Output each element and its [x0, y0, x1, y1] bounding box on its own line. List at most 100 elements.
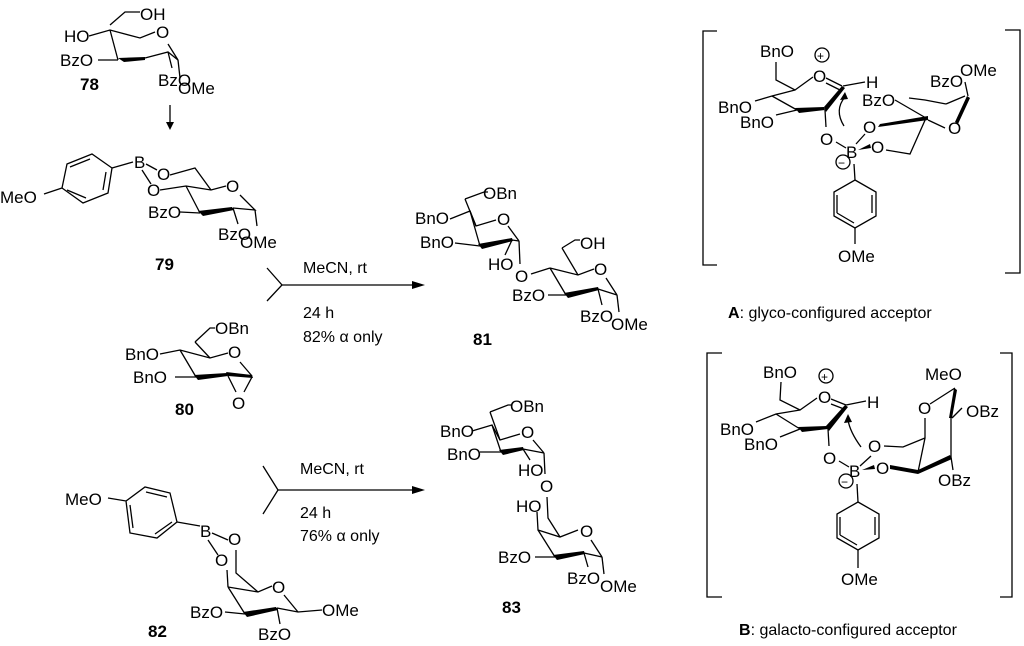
label-ring-o: O	[948, 119, 961, 138]
label-bno: BnO	[760, 42, 794, 61]
label-boron: B	[846, 143, 857, 162]
label-ring-o: O	[918, 399, 931, 418]
label-o4: O	[147, 181, 160, 200]
label-bzo: BzO	[148, 203, 181, 222]
intermediate-b: BnO + O H BnO BnO O B − O O O MeO OBz	[706, 352, 1013, 639]
label-boron: B	[849, 462, 860, 481]
label-ome: OMe	[178, 79, 215, 98]
label-meo: MeO	[0, 188, 37, 207]
label-bno: BnO	[763, 363, 797, 382]
label-ome: OMe	[240, 233, 277, 252]
label-bzo: BzO	[60, 51, 93, 70]
caption-text: : galacto-configured acceptor	[751, 622, 958, 639]
label-ome: OMe	[611, 315, 648, 334]
label-bno: BnO	[125, 345, 159, 364]
label-ome: OMe	[600, 577, 637, 596]
label-bno: BnO	[744, 435, 778, 454]
label-link-o: O	[540, 477, 553, 496]
label-bno: BnO	[420, 233, 454, 252]
reaction-1-solvent: MeCN, rt	[303, 260, 368, 277]
label-obn: OBn	[215, 319, 249, 338]
label-bno: BnO	[740, 113, 774, 132]
label-meo: MeO	[925, 365, 962, 384]
label-meo: MeO	[65, 490, 102, 509]
label-o2: O	[820, 130, 833, 149]
label-ring-o: O	[580, 522, 593, 541]
label-ho: HO	[488, 255, 514, 274]
label-bzo: BzO	[498, 548, 531, 567]
reaction-2-time: 24 h	[300, 505, 331, 522]
label-ring-o: O	[521, 423, 534, 442]
label-o6: O	[868, 437, 881, 456]
arrow-78-to-79	[166, 105, 174, 130]
compound-78: OH O HO BzO BzO OMe 78	[60, 5, 215, 98]
label-obz: OBz	[938, 471, 971, 490]
reaction-2-yield: 76% α only	[300, 528, 380, 545]
label-o2: O	[823, 449, 836, 468]
label-oxocarbenium-o: O	[818, 388, 831, 407]
label-obz: OBz	[966, 402, 999, 421]
label-obn: OBn	[510, 397, 544, 416]
label-oh: OH	[580, 234, 606, 253]
label-obn: OBn	[483, 184, 517, 203]
label-bno: BnO	[133, 368, 167, 387]
label-bzo: BzO	[512, 286, 545, 305]
compound-79: MeO B O O O BzO BzO OMe 79	[0, 153, 277, 274]
label-bzo: BzO	[258, 625, 291, 644]
compound-number: 82	[148, 622, 167, 641]
intermediate-letter: A	[728, 305, 740, 322]
label-o4: O	[215, 551, 228, 570]
label-o4: O	[863, 118, 876, 137]
label-oxocarbenium-o: O	[813, 67, 826, 86]
label-bno: BnO	[718, 98, 752, 117]
label-boron: B	[134, 153, 145, 172]
label-o-boronate: O	[871, 138, 884, 157]
label-bzo: BzO	[567, 569, 600, 588]
label-ome: OMe	[960, 61, 997, 80]
label-h: H	[866, 73, 878, 92]
label-ome: OMe	[322, 601, 359, 620]
reaction-1-time: 24 h	[303, 305, 334, 322]
label-ho: HO	[518, 461, 544, 480]
intermediate-b-caption: B: galacto-configured acceptor	[739, 622, 958, 639]
label-bzo: BzO	[580, 307, 613, 326]
label-ho: HO	[64, 27, 90, 46]
label-o6: O	[157, 165, 170, 184]
compound-number: 80	[175, 400, 194, 419]
label-bno: BnO	[720, 420, 754, 439]
compound-number: 78	[80, 75, 99, 94]
compound-82: MeO B O O O OMe BzO BzO 82	[65, 486, 359, 644]
reaction-arrow-2: MeCN, rt 24 h 76% α only	[262, 461, 425, 545]
label-epoxide-o: O	[232, 394, 245, 413]
label-ring-o: O	[272, 578, 285, 597]
reaction-arrow-1: MeCN, rt 24 h 82% α only	[266, 260, 425, 346]
label-ring-o: O	[156, 23, 169, 42]
compound-number: 81	[473, 330, 492, 349]
label-ring-o: O	[228, 343, 241, 362]
label-boron: B	[200, 522, 211, 541]
label-bzo: BzO	[930, 72, 963, 91]
label-link-o: O	[515, 267, 528, 286]
label-ring-o: O	[594, 260, 607, 279]
label-h: H	[867, 393, 879, 412]
label-bzo: BzO	[218, 225, 251, 244]
reaction-1-yield: 82% α only	[303, 329, 383, 346]
minus-charge-icon: −	[838, 156, 845, 170]
reaction-2-solvent: MeCN, rt	[300, 461, 365, 478]
compound-81: OBn O BnO BnO HO O OH O BzO BzO OMe 81	[415, 184, 648, 349]
plus-charge-icon: +	[821, 370, 828, 384]
intermediate-letter: B	[739, 622, 751, 639]
label-ome-aryl: OMe	[841, 570, 878, 589]
intermediate-a-caption: A: glyco-configured acceptor	[728, 305, 932, 322]
label-o-boronate: O	[876, 459, 889, 478]
plus-charge-icon: +	[817, 49, 824, 63]
label-bno: BnO	[415, 209, 449, 228]
label-ring-o: O	[226, 177, 239, 196]
label-bzo: BzO	[158, 71, 191, 90]
label-bno: BnO	[440, 422, 474, 441]
label-ho: HO	[516, 497, 542, 516]
label-ring-o: O	[497, 210, 510, 229]
compound-number: 83	[502, 598, 521, 617]
caption-text: : glyco-configured acceptor	[740, 305, 933, 322]
